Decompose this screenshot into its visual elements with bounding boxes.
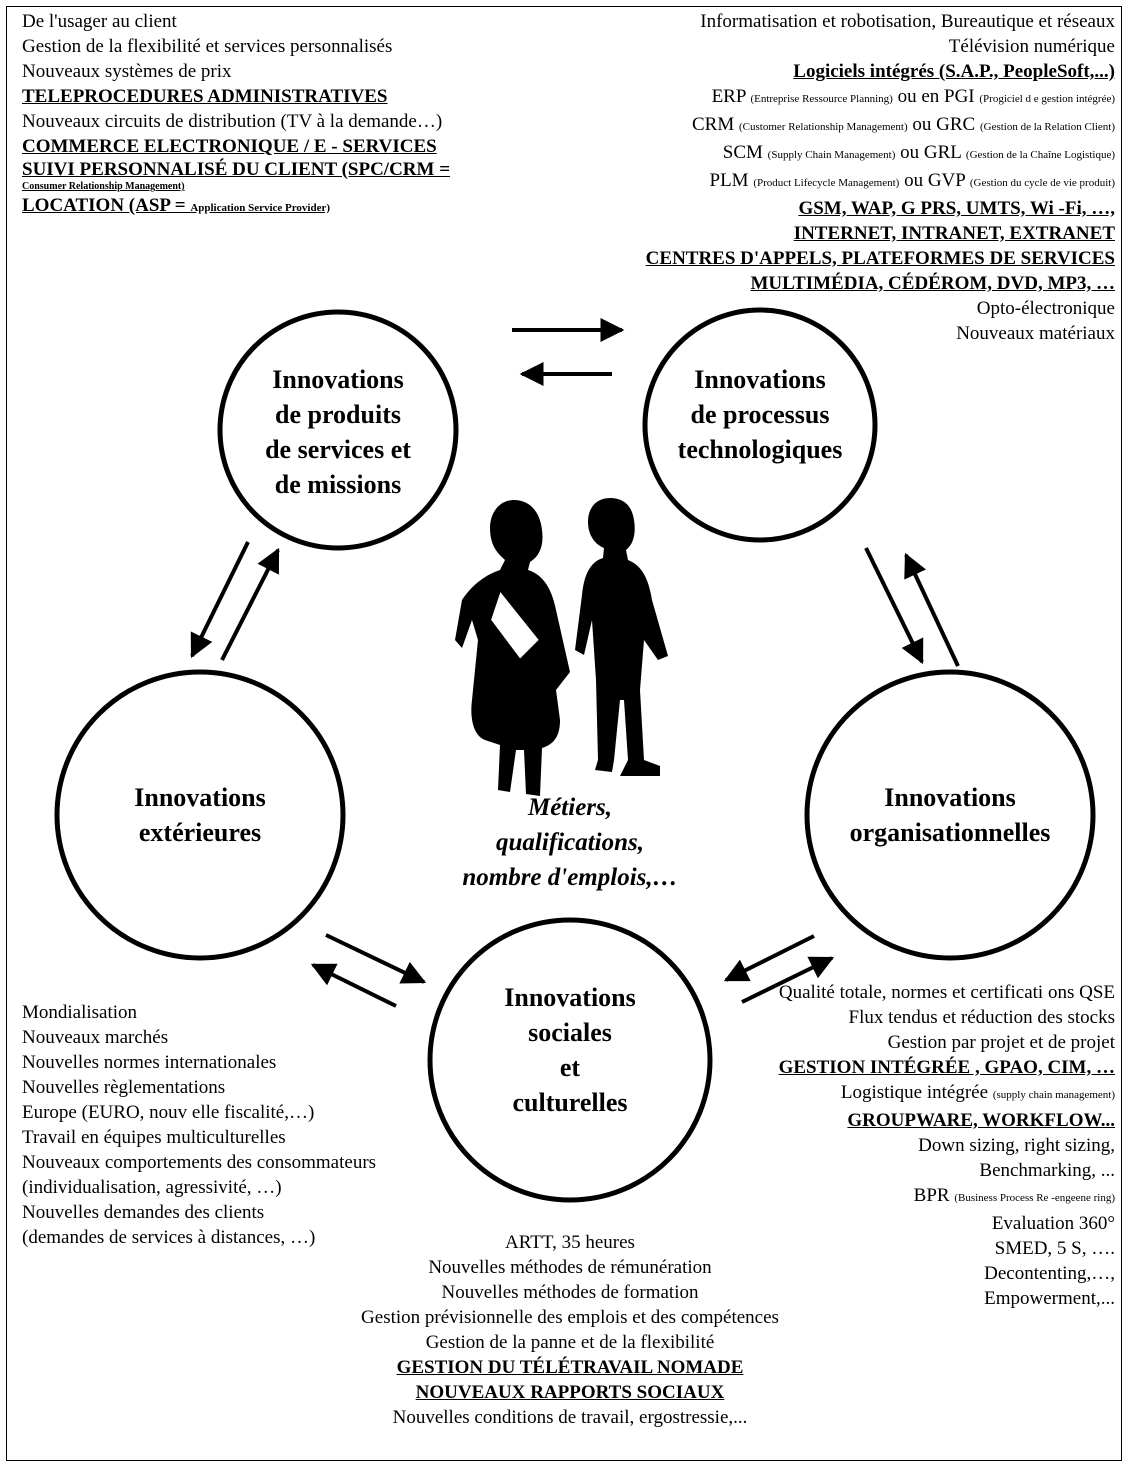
- man-silhouette-icon: [575, 498, 668, 776]
- circle-exterior: [54, 669, 346, 961]
- br-line: BPR (Business Process Re -engeene ring): [913, 1185, 1115, 1206]
- arrow-products-to-exterior: [190, 541, 250, 659]
- tr-line: Informatisation et robotisation, Bureaut…: [700, 11, 1115, 32]
- tr-line: Logiciels intégrés (S.A.P., PeopleSoft,.…: [793, 61, 1115, 82]
- tr-line: CENTRES D'APPELS, PLATEFORMES DE SERVICE…: [645, 248, 1115, 269]
- br-line: Decontenting,…,: [984, 1263, 1115, 1284]
- tl-line: Nouveaux systèmes de prix: [22, 61, 232, 82]
- tl-line: LOCATION (ASP = Application Service Prov…: [22, 195, 331, 216]
- bc-line: GESTION DU TÉLÉTRAVAIL NOMADE: [396, 1357, 744, 1378]
- tl-line: Gestion de la flexibilité et services pe…: [22, 36, 393, 57]
- br-line: Flux tendus et réduction des stocks: [848, 1007, 1116, 1028]
- circle-organisational: [804, 669, 1096, 961]
- bl-line: Nouveaux comportements des consommateurs: [22, 1152, 377, 1173]
- tr-plm: PLM (Product Lifecycle Management) ou GV…: [709, 170, 1116, 191]
- bl-line: Nouvelles normes internationales: [22, 1052, 277, 1073]
- tr-line: Télévision numérique: [948, 36, 1115, 57]
- woman-silhouette-icon: [455, 500, 570, 796]
- bc-line: Nouvelles méthodes de formation: [441, 1282, 699, 1303]
- tr-line: Nouveaux matériaux: [956, 323, 1115, 344]
- arrow-organisational-to-processes: [904, 552, 960, 667]
- page-frame: [6, 6, 1122, 1461]
- bl-line: (demandes de services à distances, …): [22, 1227, 316, 1248]
- arrow-social-to-organisational: [741, 956, 835, 1004]
- tl-line: COMMERCE ELECTRONIQUE / E - SERVICES: [22, 136, 437, 157]
- bottom-right-list: Qualité totale, normes et certificati on…: [779, 980, 1115, 1311]
- bl-line: Nouveaux marchés: [22, 1027, 169, 1048]
- br-line: Evaluation 360°: [991, 1213, 1115, 1234]
- br-line: Gestion par projet et de projet: [887, 1032, 1115, 1053]
- br-line: Logistique intégrée (supply chain manage…: [840, 1082, 1115, 1103]
- bl-line: Travail en équipes multiculturelles: [22, 1127, 286, 1148]
- br-line: Qualité totale, normes et certificati on…: [778, 982, 1115, 1003]
- tl-line: Consumer Relationship Management): [22, 181, 185, 192]
- top-left-list: De l'usager au client Gestion de la flex…: [22, 9, 450, 220]
- bl-line: (individualisation, agressivité, …): [22, 1177, 282, 1198]
- tl-line: Nouveaux circuits de distribution (TV à …: [22, 111, 443, 132]
- bc-line: ARTT, 35 heures: [505, 1232, 635, 1253]
- arrow-exterior-to-social: [325, 933, 427, 984]
- tr-crm: CRM (Customer Relationship Management) o…: [692, 114, 1115, 135]
- bl-line: Nouvelles demandes des clients: [22, 1202, 265, 1223]
- bc-line: NOUVEAUX RAPPORTS SOCIAUX: [415, 1382, 725, 1403]
- circle-processes: [642, 307, 878, 543]
- tl-line: SUIVI PERSONNALISÉ DU CLIENT (SPC/CRM =: [22, 159, 451, 180]
- br-line: GESTION INTÉGRÉE , GPAO, CIM, …: [778, 1057, 1115, 1078]
- bottom-left-list: Mondialisation Nouveaux marchés Nouvelle…: [22, 1000, 376, 1250]
- circle-social: [427, 917, 713, 1203]
- tr-line: MULTIMÉDIA, CÉDÉROM, DVD, MP3, …: [750, 273, 1115, 294]
- arrow-social-to-exterior: [310, 963, 397, 1008]
- arrow-organisational-to-social: [723, 934, 815, 982]
- tr-line: GSM, WAP, G PRS, UMTS, Wi -Fi, …,: [798, 198, 1115, 219]
- bl-line: Europe (EURO, nouv elle fiscalité,…): [22, 1102, 315, 1123]
- bc-line: Nouvelles méthodes de rémunération: [428, 1257, 712, 1278]
- center-label: Métiers,qualifications,nombre d'emplois,…: [462, 794, 678, 891]
- br-line: Empowerment,...: [984, 1288, 1115, 1309]
- tr-scm: SCM (Supply Chain Management) ou GRL (Ge…: [722, 142, 1115, 163]
- top-right-list: Informatisation et robotisation, Bureaut…: [646, 9, 1115, 346]
- tr-erp: ERP (Entreprise Ressource Planning) ou e…: [711, 86, 1115, 107]
- bc-line: Gestion de la panne et de la flexibilité: [425, 1332, 715, 1353]
- bl-line: Nouvelles règlementations: [22, 1077, 226, 1098]
- bc-line: Nouvelles conditions de travail, ergostr…: [392, 1407, 748, 1428]
- bottom-center-list: ARTT, 35 heures Nouvelles méthodes de ré…: [300, 1230, 840, 1430]
- arrow-processes-to-organisational: [864, 547, 924, 665]
- tl-line: De l'usager au client: [22, 11, 177, 32]
- bc-line: Gestion prévisionnelle des emplois et de…: [361, 1307, 779, 1328]
- tr-line: Opto-électronique: [976, 298, 1115, 319]
- br-line: GROUPWARE, WORKFLOW...: [847, 1110, 1115, 1131]
- br-line: Benchmarking, ...: [979, 1160, 1115, 1181]
- br-line: SMED, 5 S, ….: [994, 1238, 1115, 1259]
- arrow-exterior-to-products: [220, 547, 280, 661]
- tl-line: TELEPROCEDURES ADMINISTRATIVES: [22, 86, 388, 107]
- circle-products: [217, 309, 459, 551]
- tr-line: INTERNET, INTRANET, EXTRANET: [793, 223, 1115, 244]
- bl-line: Mondialisation: [22, 1002, 138, 1023]
- br-line: Down sizing, right sizing,: [918, 1135, 1115, 1156]
